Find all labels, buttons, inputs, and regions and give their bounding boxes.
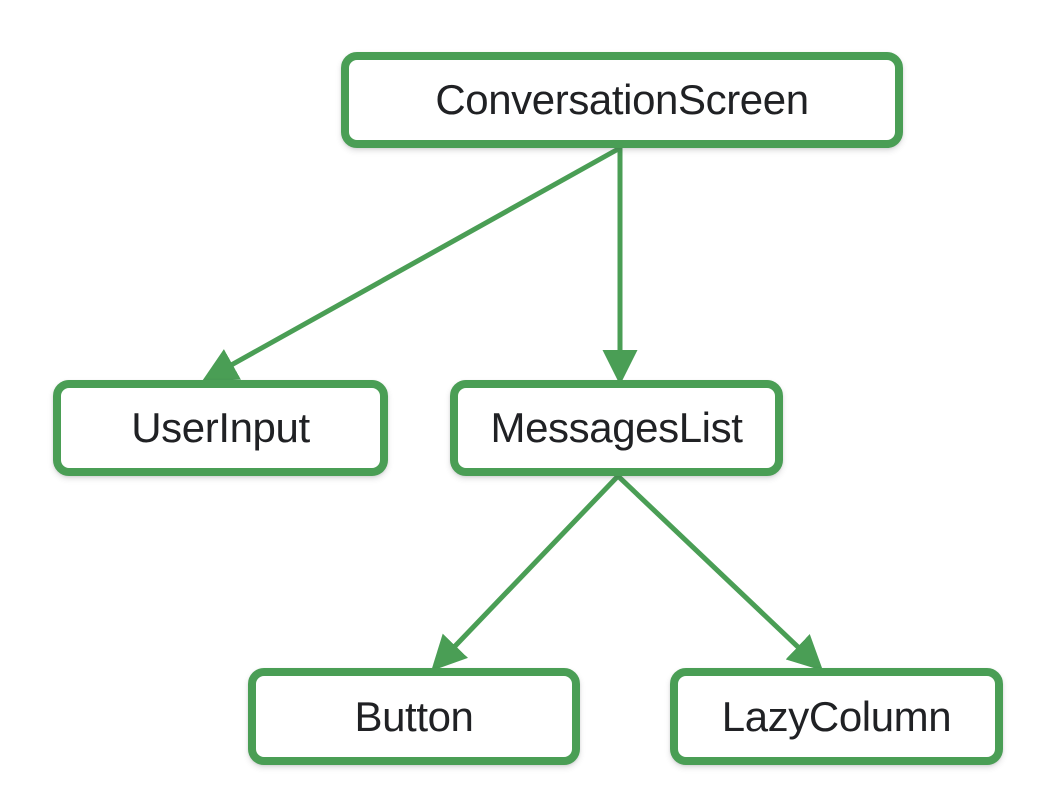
node-lazycolumn[interactable]: LazyColumn [670, 668, 1003, 765]
node-messageslist-label: MessagesList [490, 404, 743, 451]
edge-conversationscreen-userinput [201, 145, 622, 382]
node-userinput[interactable]: UserInput [53, 380, 388, 476]
node-button-label: Button [354, 692, 474, 740]
node-conversationscreen-label: ConversationScreen [435, 76, 809, 123]
edge-messageslist-button [431, 474, 620, 672]
node-messageslist[interactable]: MessagesList [450, 380, 783, 476]
node-conversationscreen[interactable]: ConversationScreen [341, 52, 903, 148]
node-button[interactable]: Button [248, 668, 580, 765]
node-userinput-label: UserInput [131, 404, 310, 451]
edge-messageslist-lazycolumn [616, 474, 824, 671]
node-lazycolumn-label: LazyColumn [721, 692, 952, 740]
